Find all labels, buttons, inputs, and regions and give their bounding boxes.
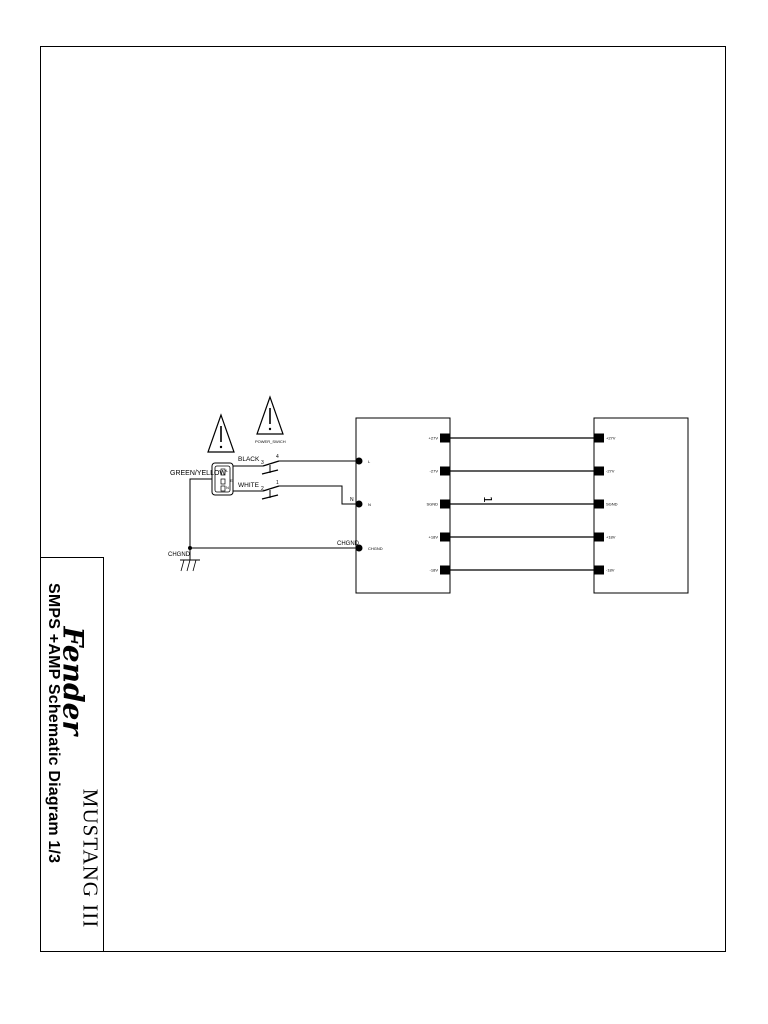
connector-pin-label: E — [230, 478, 233, 483]
smps-rail-pad — [440, 433, 450, 443]
chassis-ground-icon — [180, 548, 200, 572]
switch-pin-label: 2 — [261, 486, 264, 492]
model-title: MUSTANG III — [78, 788, 103, 929]
smps-input-label: CHGND — [368, 546, 383, 551]
amp-rail-pad — [594, 433, 604, 443]
amp-rail-pad — [594, 466, 604, 476]
neutral-net-label: N — [350, 497, 354, 503]
power-switch — [261, 460, 280, 500]
switch-pin-label: 3 — [261, 460, 264, 466]
power-switch-label: POWER_SWICH — [255, 439, 286, 444]
amp-rail-label: +18V — [606, 535, 616, 540]
amp-rail-pad — [594, 532, 604, 542]
smps-rail-pad — [440, 565, 450, 575]
switch-pin-label: 1 — [276, 480, 279, 486]
smps-rail-pad — [440, 532, 450, 542]
switch-pin-label: 4 — [276, 454, 279, 460]
chassis-ground-label: CHGND — [168, 552, 191, 558]
wire-label-white: WHITE — [238, 482, 260, 489]
amp-rail-label: -18V — [606, 568, 615, 573]
smps-input-label: L — [368, 459, 371, 464]
smps-rail-label: +27V — [429, 436, 439, 441]
amp-rail-pad — [594, 565, 604, 575]
amp-rail-label: SGND — [606, 502, 618, 507]
smps-rail-pad — [440, 499, 450, 509]
smps-rail-label: -18V — [430, 568, 439, 573]
title-block: Fender MUSTANG III SMPS +AMP Schematic D… — [40, 557, 104, 952]
connector-pin-label: L — [226, 468, 229, 473]
diagram-subtitle: SMPS +AMP Schematic Diagram 1/3 — [45, 583, 62, 864]
smps-rail-label: SGND — [426, 502, 438, 507]
warning-triangle-icon — [207, 413, 235, 453]
ground-wire-label: GREEN/YELLOW — [170, 470, 226, 477]
smps-rail-label: +18V — [429, 535, 439, 540]
amp-rail-label: -27V — [606, 469, 615, 474]
amp-rail-pad — [594, 499, 604, 509]
connector-pin-label: N — [226, 485, 229, 490]
smps-rail-pad — [440, 466, 450, 476]
warning-triangle-icon — [256, 395, 284, 435]
wire-label-black: BLACK — [238, 456, 260, 463]
amp-rail-label: +27V — [606, 436, 616, 441]
power-rails: +27V +27V -27V -27V SGND SGND +18V +18V -18V -18V — [426, 433, 618, 575]
chassis-ground-net-label: CHGND — [337, 541, 360, 547]
sheet-border — [40, 46, 726, 952]
smps-input-label: N — [368, 502, 371, 507]
smps-rail-label: -27V — [430, 469, 439, 474]
